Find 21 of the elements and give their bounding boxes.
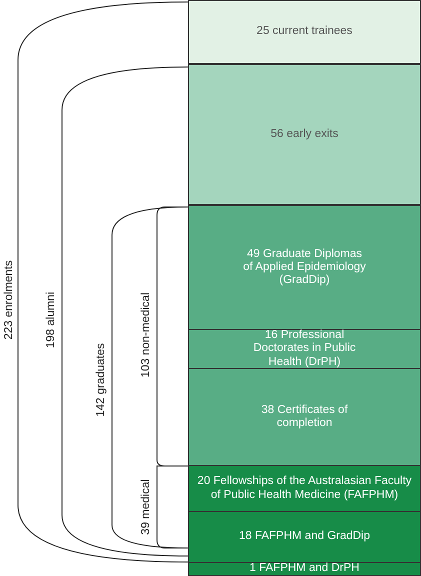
category-box: [188, 465, 421, 512]
category-box: [188, 511, 421, 563]
bracket-label: 198 alumni: [45, 292, 57, 348]
bracket-label: 39 medical: [140, 479, 152, 535]
category-box: [188, 0, 421, 64]
box-label: 20 Fellowships of the Australasian Faculty of Public Health Medicine (FAFPHM): [197, 475, 412, 502]
category-box: [188, 329, 421, 369]
category-box: [188, 205, 421, 330]
box-label: 18 FAFPHM and GradDip: [238, 530, 370, 544]
category-box: [188, 64, 421, 205]
category-box: [188, 368, 421, 466]
bracket-label: 223 enrolments: [3, 260, 15, 340]
box-label: 49 Graduate Diplomas of Applied Epidemiology (GradDip): [242, 248, 367, 288]
box-label: 56 early exits: [270, 128, 338, 142]
box-label: 25 current trainees: [256, 25, 352, 39]
category-box: [188, 562, 421, 576]
bracket-label: 142 graduates: [95, 343, 107, 417]
bracket-label: 103 non-medical: [140, 292, 152, 378]
box-label: 38 Certificates of completion: [260, 404, 349, 430]
box-label: 16 Professional Doctorates in Public Health (DrPH): [252, 329, 357, 369]
box-label: 1 FAFPHM and DrPH: [250, 562, 360, 576]
